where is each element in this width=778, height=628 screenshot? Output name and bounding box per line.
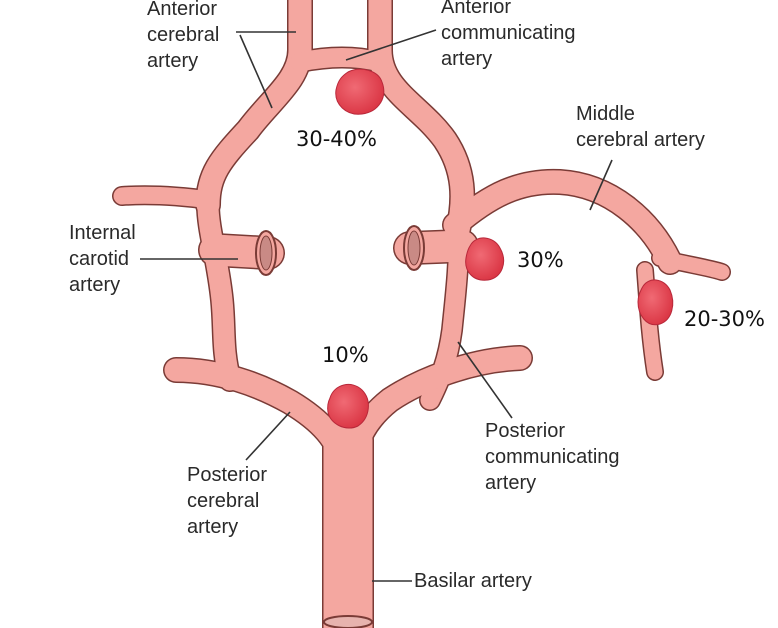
leader-lines [140,29,613,582]
leader-posterior-cerebral [245,411,291,461]
label-anterior-cerebral-artery: Anterior cerebral artery [147,0,220,72]
label-basilar-artery: Basilar artery [414,570,532,592]
label-anterior-communicating-artery: Anterior communicating artery [441,0,576,70]
carotid-openings [255,225,425,628]
basilar-opening [323,615,373,628]
aneurysms [327,68,674,429]
leader-anterior-cerebral [236,31,296,109]
label-posterior-communicating-artery: Posterior communicating artery [485,420,620,494]
label-posterior-cerebral-artery: Posterior cerebral artery [187,464,268,538]
label-middle-cerebral-artery: Middle cerebral artery [576,103,705,151]
leader-middle-cerebral [589,159,613,211]
aneurysm-anterior-communicating [335,68,385,115]
label-internal-carotid-artery: Internal carotid artery [69,222,136,296]
aneurysm-middle-cerebral [637,279,674,326]
aneurysm-posterior-communicating [465,237,504,281]
leader-anterior-communicating [345,29,437,61]
pct-posterior-communicating: 30% [517,248,564,272]
pct-anterior-communicating: 30-40% [296,127,377,151]
leader-posterior-communicating [457,341,513,419]
pct-basilar-tip: 10% [322,343,369,367]
aneurysm-basilar-tip [327,383,369,429]
pct-middle-cerebral: 20-30% [684,307,765,331]
